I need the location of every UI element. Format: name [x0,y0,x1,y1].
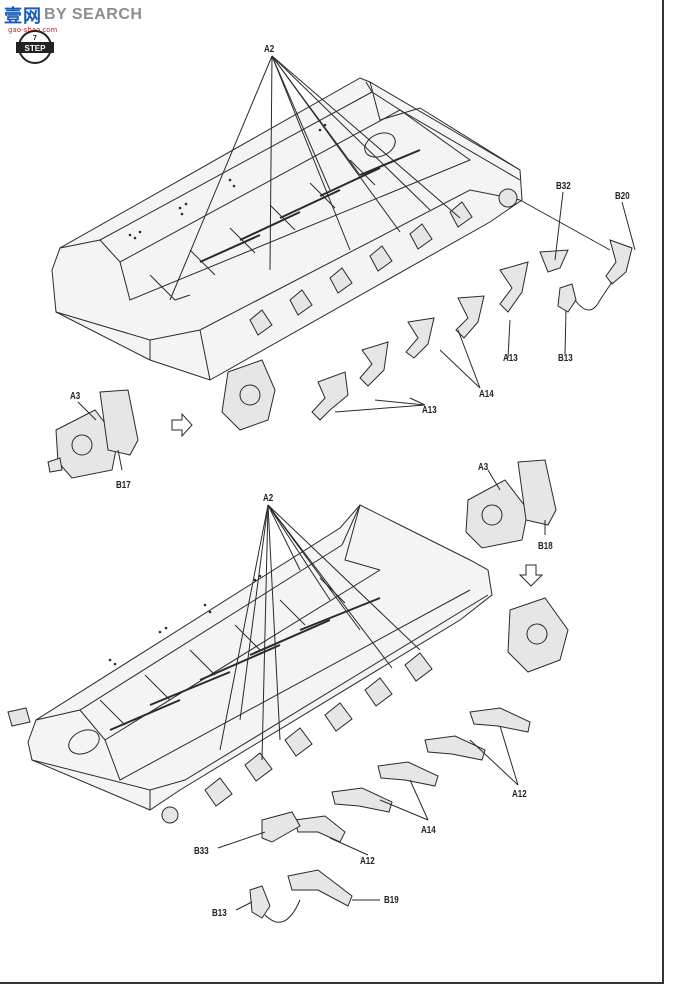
callout-bottom-a3: A3 [478,462,489,473]
callout-bottom-b18: B18 [538,541,553,552]
step-badge: STEP 7 [16,30,54,64]
hollow-arrow-right-icon [171,412,193,438]
callout-bottom-b33: B33 [194,846,209,857]
top-a2-leaders [169,55,636,413]
watermark-logo: 壹网 BY SEARCH [4,4,143,27]
callout-bottom-a12-mid: A12 [360,856,375,867]
callout-top-a2: A2 [264,44,275,55]
callout-top-a13-right: A13 [503,353,518,364]
logo-url: gao-shao.com [8,26,58,34]
bottom-hull [7,504,493,824]
callout-top-b32: B32 [556,181,571,192]
step-label: STEP [25,44,47,53]
top-hull [51,77,523,381]
callout-top-a14: A14 [479,389,494,400]
top-sprocket-housing [47,389,139,479]
callout-top-a3: A3 [70,391,81,402]
callout-top-b20: B20 [615,191,630,202]
callout-top-b17: B17 [116,480,131,491]
callout-top-a13-bottom: A13 [422,405,437,416]
callout-bottom-b13: B13 [212,908,227,919]
step-number: 7 [33,35,37,42]
bottom-leaders [217,469,546,923]
top-suspension-parts [221,188,633,431]
hollow-arrow-down-icon [518,564,544,587]
logo-english-text: BY SEARCH [44,6,143,23]
callout-bottom-a12-right: A12 [512,789,527,800]
callout-bottom-a2: A2 [263,493,274,504]
callout-bottom-a14: A14 [421,825,436,836]
callout-bottom-b19: B19 [384,895,399,906]
callout-top-b13: B13 [558,353,573,364]
logo-chinese-text: 壹网 [4,6,42,27]
